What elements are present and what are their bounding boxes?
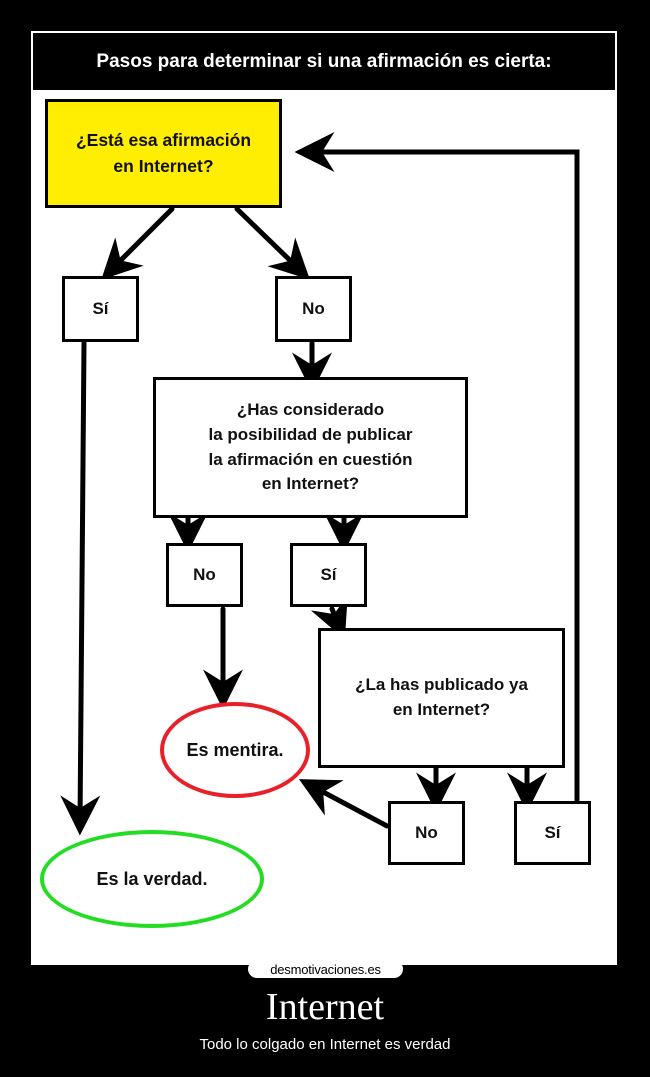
arrow-q1-to-no [234,206,310,280]
arrow-no-to-mentira-2 [298,779,390,829]
poster-subtitle: Todo lo colgado en Internet es verdad [199,1036,451,1053]
question-considered-publishing: ¿Has considerado la posibilidad de publi… [153,377,468,518]
answer-no-3: No [388,801,465,865]
answer-no-1: No [275,276,352,342]
answer-si-1: Sí [62,276,139,342]
arrow-si-to-verdad [60,340,101,836]
question-already-published: ¿La has publicado ya en Internet? [318,628,565,768]
answer-no-2: No [166,543,243,607]
arrow-q1-to-si [101,206,175,280]
answer-si-2: Sí [290,543,367,607]
site-watermark: desmotivaciones.es [248,960,403,978]
flowchart-title: Pasos para determinar si una afirmación … [33,33,615,90]
answer-si-3: Sí [514,801,591,865]
arrow-si-to-q3 [310,594,348,640]
result-es-mentira: Es mentira. [160,702,310,798]
result-es-la-verdad: Es la verdad. [40,830,264,928]
arrow-si-loop-to-q1 [294,132,580,803]
poster-title: Internet [265,986,385,1028]
question-on-internet: ¿Está esa afirmación en Internet? [45,99,282,208]
